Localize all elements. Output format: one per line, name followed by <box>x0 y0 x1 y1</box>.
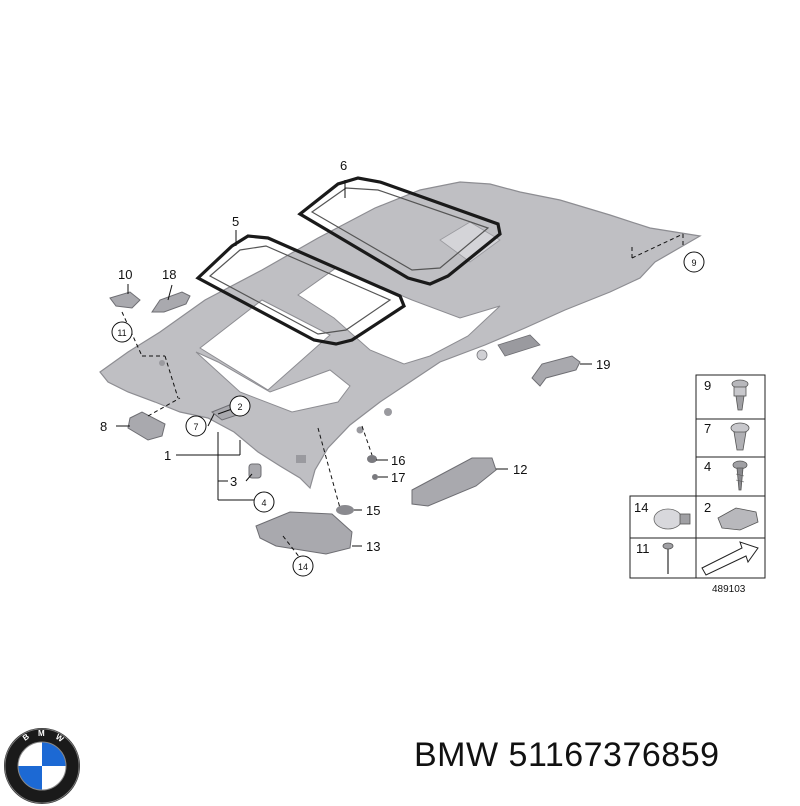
part-12-sun-visor <box>411 457 497 507</box>
expansion-rivet-icon <box>730 422 750 451</box>
circled-callout-4: 4 <box>261 498 266 508</box>
circled-callout-11: 11 <box>117 328 126 338</box>
callout-3: 3 <box>230 474 237 489</box>
callout-12: 12 <box>513 462 527 477</box>
hardware-legend: 9 7 4 14 2 11 <box>629 374 766 595</box>
callout-18: 18 <box>162 267 176 282</box>
callout-5: 5 <box>232 214 239 229</box>
part-19-grab-handle <box>531 355 581 387</box>
sunroof-seal-front <box>195 234 406 346</box>
circled-callout-2: 2 <box>237 402 242 412</box>
legend-label-9: 9 <box>704 378 711 393</box>
circled-callout-9: 7 <box>193 422 198 432</box>
part-number: BMW 51167376859 <box>414 736 720 774</box>
part-13-sun-visor <box>255 511 353 555</box>
part-17-clip <box>372 474 378 480</box>
callout-17: 17 <box>391 470 405 485</box>
circled-callout-14: 14 <box>298 562 308 572</box>
headliner-panel <box>99 181 702 490</box>
part-16-clip <box>367 455 377 463</box>
part-18-grab-handle <box>151 291 191 313</box>
bulb-icon <box>653 508 691 530</box>
callout-labels: 1 3 5 6 8 10 12 13 15 16 17 18 19 <box>100 158 610 554</box>
bracket-icon <box>717 507 759 531</box>
callout-15: 15 <box>366 503 380 518</box>
part-8-bracket <box>127 411 166 441</box>
screw-icon <box>732 460 748 491</box>
screw-clip-icon <box>731 379 749 411</box>
callout-16: 16 <box>391 453 405 468</box>
circled-callouts: 9 11 2 7 4 14 <box>111 251 705 577</box>
legend-code: 489103 <box>712 584 746 595</box>
callout-1: 1 <box>164 448 171 463</box>
legend-label-2: 2 <box>704 500 711 515</box>
callout-8: 8 <box>100 419 107 434</box>
callout-19: 19 <box>596 357 610 372</box>
bmw-logo: B M W <box>4 728 80 804</box>
part-10-clip <box>109 291 141 309</box>
rivet-pin-icon <box>662 542 674 574</box>
svg-text:B: B <box>21 732 31 743</box>
callout-10: 10 <box>118 267 132 282</box>
callout-6: 6 <box>340 158 347 173</box>
legend-label-11: 11 <box>636 541 650 556</box>
part-15-cap <box>336 505 354 515</box>
direction-arrow-icon <box>701 541 759 576</box>
sunroof-seal-rear <box>297 176 502 286</box>
legend-label-4: 4 <box>704 459 711 474</box>
callout-13: 13 <box>366 539 380 554</box>
legend-label-7: 7 <box>704 421 711 436</box>
legend-label-14: 14 <box>634 500 648 515</box>
circled-callout-7: 9 <box>691 258 696 268</box>
svg-text:M: M <box>38 729 45 738</box>
svg-text:W: W <box>54 732 66 744</box>
